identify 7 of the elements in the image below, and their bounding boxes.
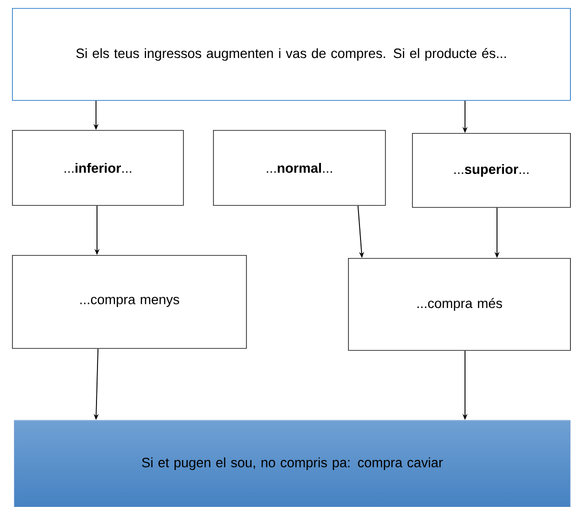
question-box: Si els teus ingressos augmenten i vas de compres. Si el producte és...	[12, 8, 571, 101]
result-box: ...compra més	[348, 258, 571, 351]
conclusion-banner: Si et pugen el sou, no compris pa: compra caviar	[14, 420, 570, 507]
category-box: ...inferior...	[12, 130, 184, 206]
category-box: ...normal...	[213, 130, 386, 206]
result-box: ...compra menys	[12, 255, 247, 349]
category-box: ...superior...	[412, 133, 571, 208]
